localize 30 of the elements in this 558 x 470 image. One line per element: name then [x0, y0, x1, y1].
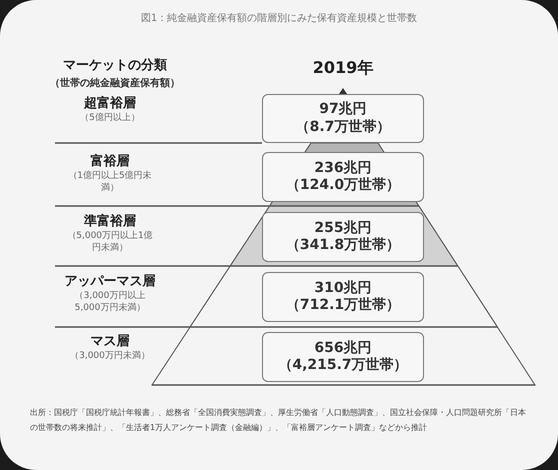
- category-range: （3,000万円未満）: [69, 350, 151, 362]
- value-box: [262, 212, 424, 262]
- category-name: マス層: [90, 334, 130, 350]
- amount-text: 656兆円: [314, 340, 372, 357]
- household-count-text: （712.1万世帯）: [286, 297, 400, 314]
- figure-title: 図1：純金融資産保有額の階層別にみた保有資産規模と世帯数: [140, 12, 418, 26]
- column-heading: マーケットの分類: [62, 57, 168, 75]
- category-name: アッパーマス層: [64, 274, 156, 290]
- category-range: （3,000万円以上5,000万円未満）: [74, 290, 146, 315]
- category-range: （1億円以上5億円未満）: [67, 170, 153, 195]
- category-name: 富裕層: [90, 154, 130, 170]
- household-count-text: （8.7万世帯）: [296, 118, 390, 136]
- amount-text: 255兆円: [314, 220, 372, 237]
- amount-text: 310兆円: [314, 280, 372, 297]
- amount-text: 236兆円: [314, 160, 372, 177]
- household-count-text: （124.0万世帯）: [286, 177, 400, 194]
- amount-text: 97兆円: [319, 101, 367, 118]
- household-count-text: （341.8万世帯）: [286, 237, 400, 254]
- category-name: 超富裕層: [84, 96, 136, 112]
- value-box: [262, 94, 424, 143]
- household-count-text: （4,215.7万世帯）: [278, 357, 408, 374]
- value-box: [262, 272, 424, 322]
- value-box: [262, 332, 424, 382]
- year-heading: 2019年: [312, 57, 374, 79]
- category-name: 準富裕層: [84, 214, 136, 230]
- category-range: （5,000万円以上1億円未満）: [67, 230, 153, 255]
- value-box: [262, 152, 424, 202]
- column-subheading: （世帯の純金融資産保有額）: [49, 76, 181, 91]
- category-range: （5億円以上）: [79, 112, 141, 124]
- source-note: 出所：国税庁「国税庁統計年報書」、総務省「全国消費実態調査」、厚生労働省「人口動態調査」、国立社会保障・人口問題研究所「日本の世帯数の将来推計」、「生活者1万人アンケート調査（金融編）」、「富裕層アンケート調査」などから推計: [30, 407, 527, 434]
